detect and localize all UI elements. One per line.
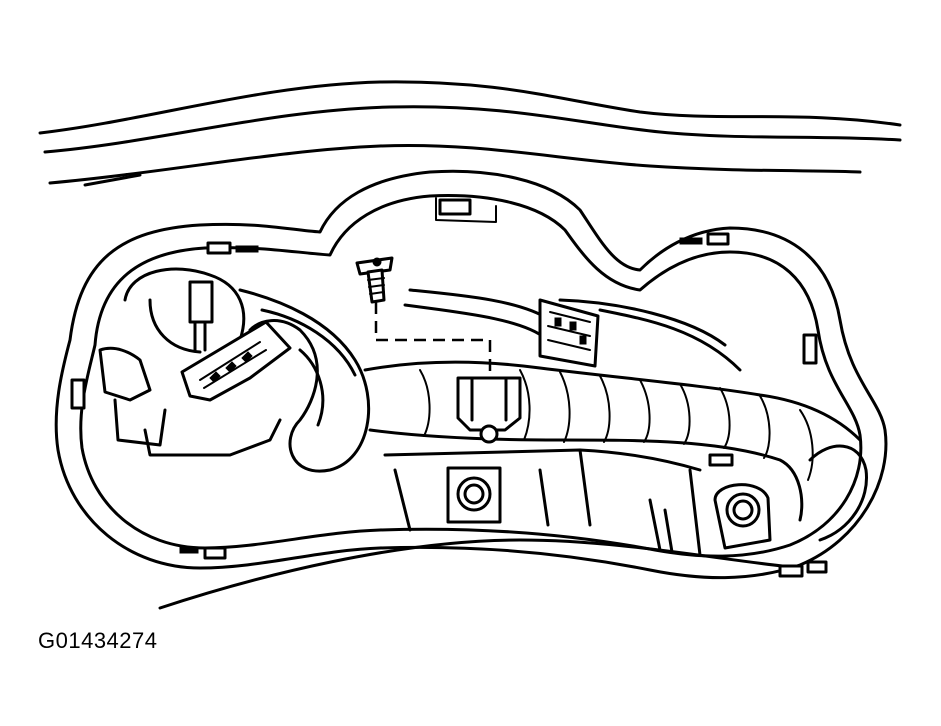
dashboard-top-lines (38, 80, 902, 187)
left-connector-assembly (98, 267, 292, 457)
screw-leader (374, 302, 492, 402)
mounting-clip-icon (778, 560, 828, 578)
bolt-head-icon (446, 466, 502, 524)
mounting-clip-icon (802, 333, 818, 365)
connector-icon (538, 298, 600, 368)
mounting-clip-icon (438, 198, 472, 216)
cluster-carrier-outline (54, 169, 888, 610)
mounting-clip-icon (206, 241, 259, 255)
mounting-clip-icon (179, 546, 227, 560)
harness-clip (456, 376, 522, 444)
wiring-harness (238, 288, 868, 542)
bolt-head-icon (713, 483, 772, 550)
mounting-clips (70, 197, 828, 578)
mounting-clip-icon (708, 453, 734, 467)
screw-icon (355, 256, 394, 304)
lower-panel (383, 448, 702, 557)
mounting-clip-icon (679, 232, 730, 246)
figure-id-label: G01434274 (38, 628, 158, 653)
mounting-clip-icon (70, 378, 86, 410)
